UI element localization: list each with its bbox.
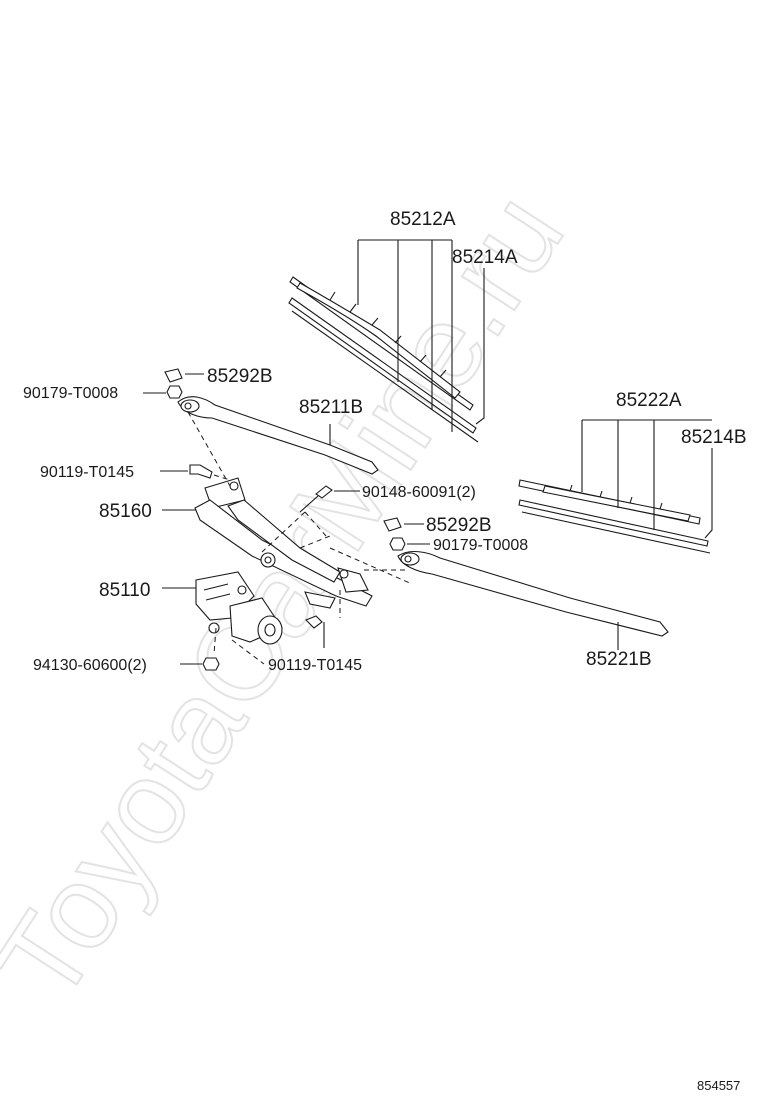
label-85211B: 85211B: [299, 397, 363, 418]
cap-85292B-left[interactable]: [164, 368, 183, 383]
label-90179-left: 90179-T0008: [23, 385, 118, 402]
figure-id: 854557: [697, 1078, 740, 1093]
left-wiper-arm[interactable]: [177, 396, 379, 475]
cap-85292B-right[interactable]: [383, 517, 402, 532]
right-wiper-arm[interactable]: [397, 550, 669, 637]
bolt-90119-upper[interactable]: [189, 464, 213, 479]
label-90148: 90148-60091(2): [362, 484, 476, 501]
label-90119-upper: 90119-T0145: [40, 464, 134, 481]
label-85292B-right: 85292B: [426, 515, 492, 536]
label-85221B: 85221B: [586, 649, 652, 670]
leader-85222A: [581, 419, 713, 539]
bolt-90119-lower[interactable]: [305, 615, 323, 629]
assembly-guide-lines: [187, 411, 413, 665]
label-85160: 85160: [99, 501, 152, 522]
label-90179-right: 90179-T0008: [433, 537, 528, 554]
right-wiper-blade[interactable]: [518, 479, 711, 554]
label-85292B-left: 85292B: [207, 366, 273, 387]
label-90119-lower: 90119-T0145: [268, 657, 362, 674]
wiper-linkage[interactable]: [194, 477, 373, 609]
label-85222A: 85222A: [616, 390, 682, 411]
nut-90179-right[interactable]: [389, 537, 406, 551]
leader-85212A: [357, 239, 485, 432]
nut-94130[interactable]: [202, 657, 220, 671]
label-85214A: 85214A: [452, 247, 518, 268]
label-85214B: 85214B: [681, 427, 747, 448]
wiper-motor[interactable]: [195, 571, 283, 645]
left-wiper-blade[interactable]: [288, 276, 479, 443]
label-85110: 85110: [99, 580, 150, 601]
nut-90179-left[interactable]: [166, 385, 183, 399]
label-94130: 94130-60600(2): [33, 657, 147, 674]
bolt-90148[interactable]: [299, 485, 333, 513]
label-85212A: 85212A: [390, 209, 456, 230]
